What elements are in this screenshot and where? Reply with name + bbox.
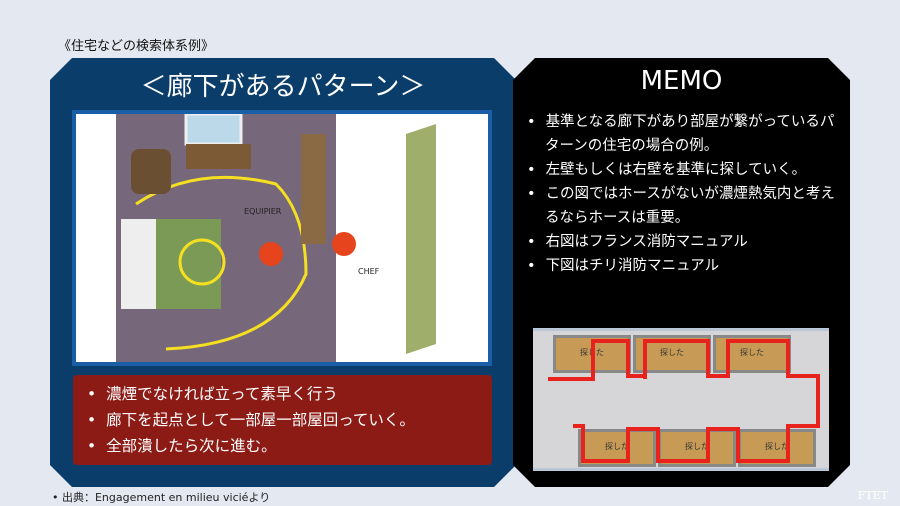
memo-item: 基準となる廊下があり部屋が繋がっているパターンの住宅の場合の例。 [527, 110, 847, 158]
watermark-logo: FTET [857, 489, 888, 502]
page-heading: 《住宅などの検索体系例》 [58, 39, 215, 54]
memo-item: この図ではホースがないが濃煙熱気内と考えるならホースは重要。 [527, 182, 847, 230]
room-search-illustration: EQUIPIER CHEF [72, 110, 492, 366]
key-point: 全部潰したら次に進む。 [87, 433, 492, 459]
panel-title: ＜廊下があるパターン＞ [140, 72, 426, 102]
key-point: 濃煙でなければ立って素早く行う [87, 381, 492, 407]
memo-panel: MEMO 基準となる廊下があり部屋が繋がっているパターンの住宅の場合の例。 左壁… [513, 58, 850, 487]
equipier-label: EQUIPIER [244, 207, 282, 216]
search-path-arrows [533, 331, 829, 468]
memo-item: 左壁もしくは右壁を基準に探していく。 [527, 158, 847, 182]
chile-search-diagram: 探した 探した 探した 探した 探した 探した [533, 328, 829, 471]
corridor-pattern-panel: ＜廊下があるパターン＞ EQUIPIER CHEF 濃煙でなければ立って素早く行… [50, 58, 516, 487]
memo-item: 右図はフランス消防マニュアル [527, 230, 847, 254]
key-point: 廊下を起点として一部屋一部屋回っていく。 [87, 407, 492, 433]
key-points-box: 濃煙でなければ立って素早く行う 廊下を起点として一部屋一部屋回っていく。 全部潰… [73, 375, 492, 465]
chef-label: CHEF [358, 267, 380, 276]
memo-item: 下図はチリ消防マニュアル [527, 254, 847, 278]
memo-title: MEMO [640, 66, 723, 96]
source-citation: • 出典：Engagement en milieu viciéより [52, 491, 271, 504]
